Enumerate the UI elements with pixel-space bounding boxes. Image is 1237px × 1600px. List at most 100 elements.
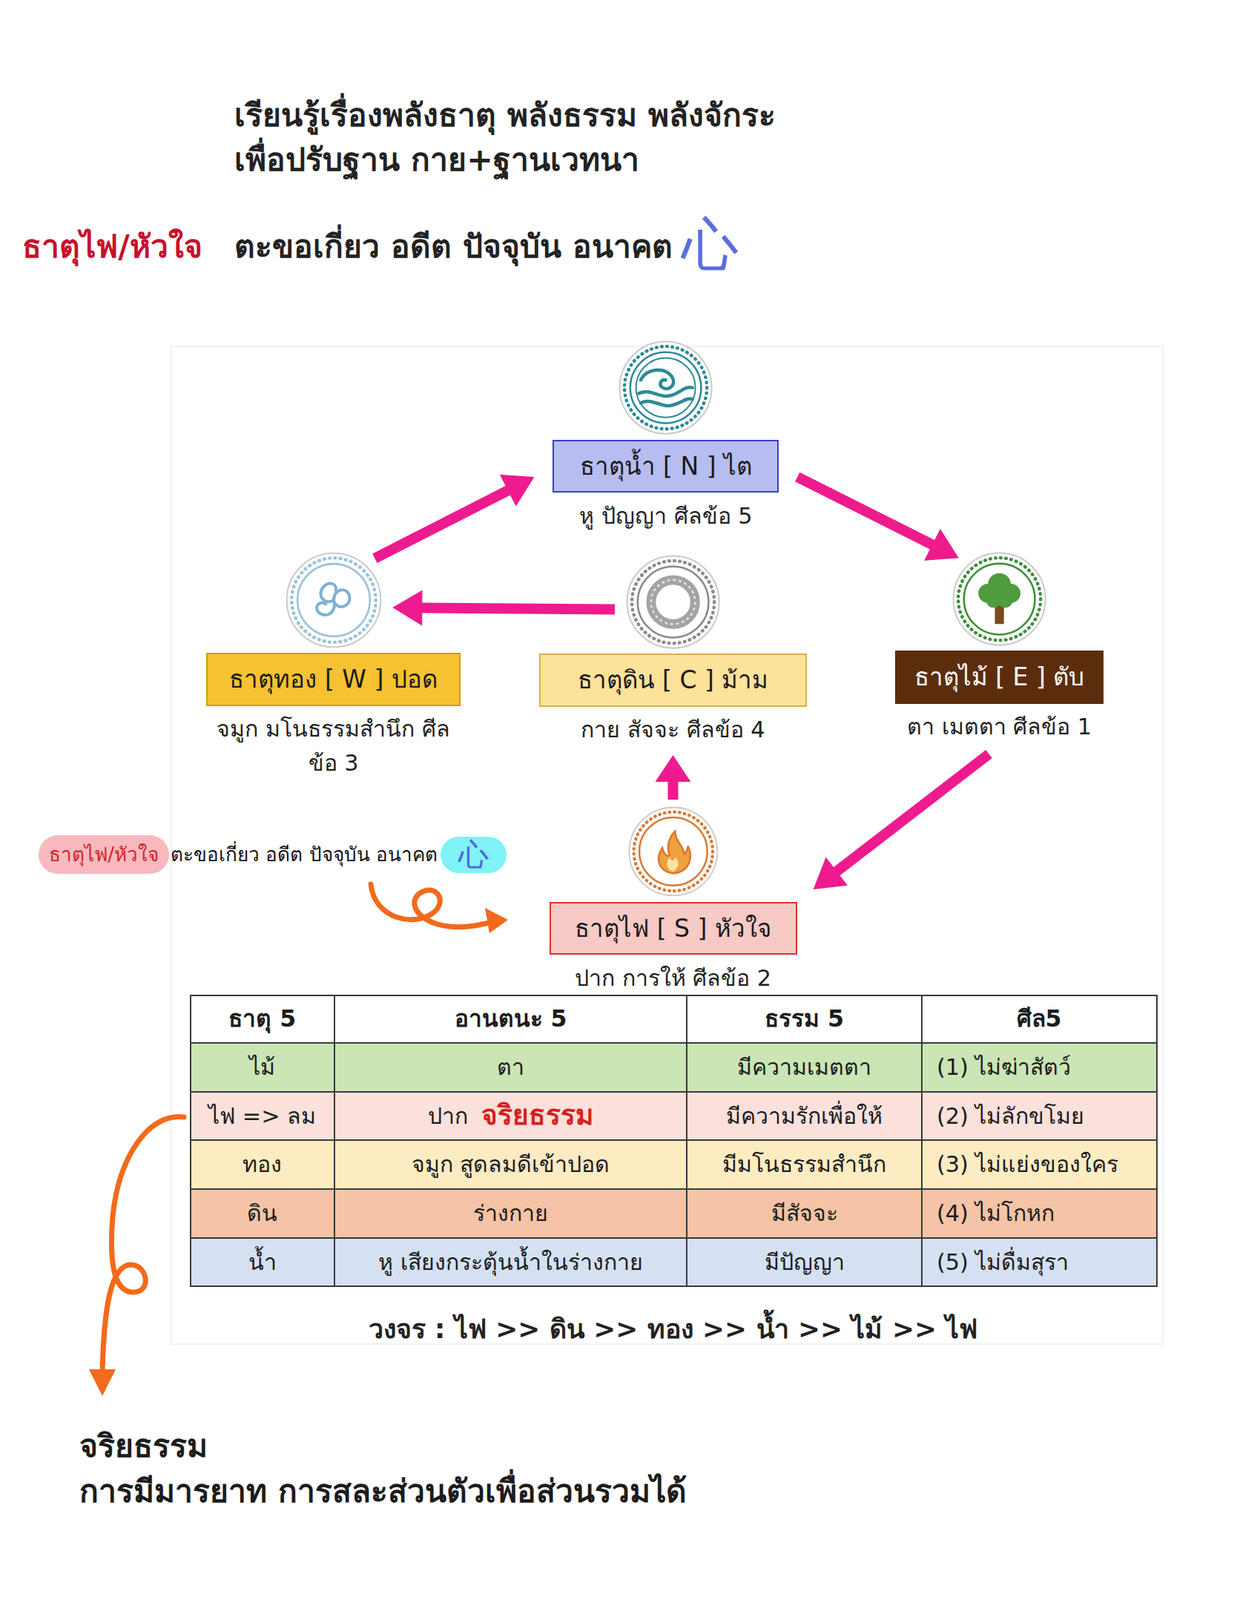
table-cell: มีมโนธรรมสำนึก <box>685 1139 921 1189</box>
icon-dots <box>624 346 707 429</box>
table-cell: มีความเมตตา <box>685 1041 921 1091</box>
tree-leaves <box>997 591 1014 608</box>
flow-arrow <box>372 474 534 563</box>
table-text: อานตนะ 5 <box>454 1004 568 1034</box>
table-text: (2) ไม่ลักขโมย <box>936 1102 1085 1131</box>
element-icon <box>284 551 383 649</box>
element-icon <box>617 339 714 436</box>
table-text: ธรรม 5 <box>764 1004 844 1034</box>
flame-core <box>666 857 678 873</box>
icon-dots <box>631 560 715 643</box>
table-header-cell: อานตนะ 5 <box>333 994 687 1043</box>
table-cell: ไฟ => ลม <box>189 1090 334 1140</box>
icon-ring <box>630 352 702 424</box>
element-box: ธาตุน้ำ [ N ] ไต <box>552 439 779 494</box>
flow-arrow <box>392 589 615 626</box>
table-cell: (4) ไม่โกหก <box>921 1188 1158 1237</box>
icon-rim <box>953 552 1046 645</box>
table-text: ธาตุ 5 <box>228 1004 296 1034</box>
element-box: ธาตุไฟ [ S ] หัวใจ <box>549 901 798 956</box>
table-header-cell: ศีล5 <box>921 994 1158 1043</box>
element-detail: จมูก มโนธรรมสำนึก ศีลข้อ 3 <box>206 711 462 780</box>
highlight-text: 心 <box>458 836 489 874</box>
table-cell: น้ำ <box>189 1237 334 1287</box>
note-arrowhead <box>88 1369 116 1396</box>
table-cell: ไม้ <box>189 1041 334 1091</box>
table-cell: (1) ไม่ฆ่าสัตว์ <box>921 1041 1158 1091</box>
icon-rim <box>286 552 381 647</box>
flow-arrow <box>655 754 692 800</box>
element-node: ธาตุไฟ [ S ] หัวใจปาก การให้ ศีลข้อ 2 <box>549 805 798 995</box>
table-cell: จมูก สูดลมดีเข้าปอด <box>333 1139 687 1189</box>
table-text: ศีล5 <box>1016 1004 1062 1034</box>
icon-rim <box>628 807 718 896</box>
table-cell: มีสัจจะ <box>685 1188 921 1237</box>
table-text: ดิน <box>246 1199 278 1228</box>
element-icon <box>625 553 721 650</box>
table-text: (1) ไม่ฆ่าสัตว์ <box>936 1053 1072 1082</box>
table-text: มีความเมตตา <box>737 1053 872 1082</box>
table-text: มีมโนธรรมสำนึก <box>722 1150 887 1179</box>
table-text: ไม้ <box>249 1053 276 1082</box>
note-leader <box>102 1116 184 1372</box>
element-icon <box>627 805 720 898</box>
table-text: หู เสียงกระตุ้นน้ำในร่างกาย <box>378 1248 643 1277</box>
table-cell: (2) ไม่ลักขโมย <box>921 1090 1158 1140</box>
note-text: จริยธรรม <box>79 1424 208 1468</box>
hook-squiggle <box>370 883 490 928</box>
icon-ring <box>297 563 371 637</box>
table-text: มีปัญญา <box>764 1248 845 1277</box>
table-text: มีสัจจะ <box>771 1199 839 1228</box>
element-detail: กาย สัจจะ ศีลข้อ 4 <box>580 712 765 747</box>
table-cell: มีปัญญา <box>685 1237 921 1287</box>
table-text: ทอง <box>242 1150 282 1179</box>
icon-dots <box>633 812 712 891</box>
highlight-pill: ธาตุไฟ/หัวใจ <box>38 835 170 874</box>
earth-ring <box>651 579 695 623</box>
note-text: การมีมารยาท การสละส่วนตัวเพื่อส่วนรวมได้ <box>79 1469 687 1513</box>
water-wave <box>639 387 693 397</box>
element-detail: ปาก การให้ ศีลข้อ 2 <box>574 961 772 995</box>
flow-arrow <box>795 472 959 561</box>
picture-frame <box>171 346 1163 1344</box>
earth-ring <box>651 579 695 623</box>
icon-dots <box>291 557 376 643</box>
element-box: ธาตุดิน [ C ] ม้าม <box>539 653 808 707</box>
icon-rim <box>619 341 712 434</box>
element-detail: ตา เมตตา ศีลข้อ 1 <box>906 709 1092 744</box>
highlight-pill: 心 <box>440 836 507 874</box>
element-name: ธาตุไฟ [ S ] หัวใจ <box>574 913 772 943</box>
cycle-note: วงจร : ไฟ >> ดิน >> ทอง >> น้ำ >> ไม้ >>… <box>368 1311 979 1347</box>
table-cell: ปาก จริยธรรม <box>333 1090 687 1140</box>
note-text: ธาตุไฟ/หัวใจ <box>22 225 203 269</box>
icon-ring <box>636 357 696 417</box>
element-name: ธาตุทอง [ W ] ปอด <box>229 664 437 694</box>
element-box: ธาตุทอง [ W ] ปอด <box>206 652 460 707</box>
air-swirl <box>333 589 350 607</box>
note-text: ตะขอเกี่ยว อดีต ปัจจุบัน อนาคต <box>234 225 673 269</box>
element-icon <box>951 551 1048 647</box>
table-text: ร่างกาย <box>473 1199 549 1228</box>
table-cell: (3) ไม่แย่งของใคร <box>921 1139 1158 1189</box>
icon-rim <box>626 555 719 648</box>
element-detail: หู ปัญญา ศีลข้อ 5 <box>579 499 752 533</box>
icon-ring <box>637 565 709 638</box>
table-text: น้ำ <box>248 1248 277 1277</box>
diagram-title: เรียนรู้เรื่องพลังธาตุ พลังธรรม พลังจักร… <box>234 94 776 138</box>
element-node: ธาตุดิน [ C ] ม้ามกาย สัจจะ ศีลข้อ 4 <box>539 553 808 747</box>
table-text: จมูก สูดลมดีเข้าปอด <box>411 1150 611 1179</box>
icon-ring <box>964 562 1036 635</box>
table-cell: หู เสียงกระตุ้นน้ำในร่างกาย <box>333 1237 687 1287</box>
table-text: ตา <box>496 1053 525 1082</box>
table-cell: ร่างกาย <box>333 1188 687 1237</box>
table-cell: มีความรักเพื่อให้ <box>685 1090 921 1140</box>
table-text: ปาก <box>427 1102 468 1131</box>
table-text: (4) ไม่โกหก <box>936 1199 1056 1228</box>
table-header-cell: ธาตุ 5 <box>189 994 334 1043</box>
table-text: มีความรักเพื่อให้ <box>726 1102 883 1131</box>
icon-dots <box>958 557 1041 641</box>
element-name: ธาตุไม้ [ E ] ตับ <box>914 662 1085 692</box>
element-box: ธาตุไม้ [ E ] ตับ <box>895 650 1104 704</box>
table-text: จริยธรรม <box>481 1098 594 1133</box>
